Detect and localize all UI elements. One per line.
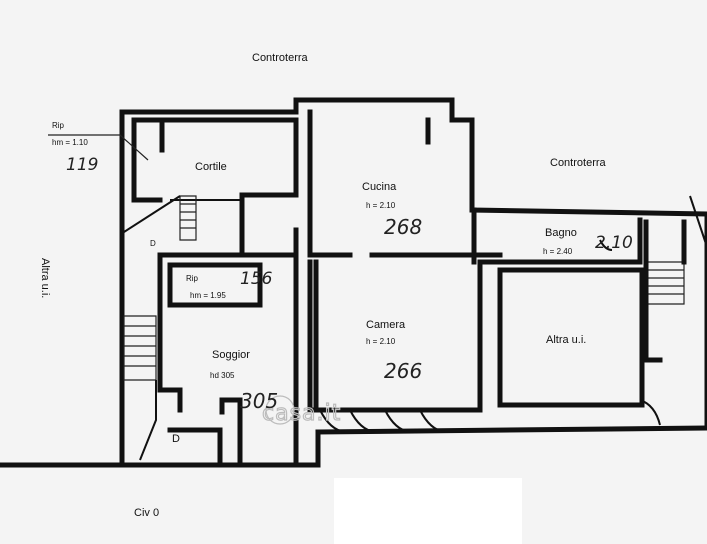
label-rip-mid-height: hm = 1.95: [190, 291, 226, 300]
altra-ui-right-walls: [497, 267, 661, 426]
stairs-upper-left: [123, 195, 197, 241]
label-camera-hand: 266: [384, 359, 422, 383]
stairs-right: [643, 195, 707, 363]
label-controterra-top: Controterra: [252, 52, 309, 64]
bagno-walls: [477, 217, 643, 265]
label-cucina: Cucina: [362, 181, 397, 193]
label-cucina-hand: 268: [384, 215, 422, 239]
label-door-1: D: [150, 239, 156, 248]
watermark: casa.it: [262, 401, 341, 426]
stairs-lower-left: [123, 315, 157, 461]
label-rip-mid-hand: 156: [240, 269, 273, 289]
label-rip-top-hand: 119: [66, 155, 98, 175]
label-controterra-right: Controterra: [550, 157, 607, 169]
label-cucina-height: h = 2.10: [366, 201, 396, 210]
label-soggiorno-height: hd 305: [210, 371, 235, 380]
camera-walls: [307, 259, 503, 433]
label-soggiorno: Soggior: [212, 349, 250, 361]
label-rip-top-height: hm = 1.10: [52, 138, 88, 147]
label-rip-top: Rip: [52, 121, 65, 130]
label-soggiorno-hand: 305: [240, 389, 278, 413]
label-altra-ui-right: Altra u.i.: [546, 334, 586, 346]
label-door-2: D: [172, 433, 180, 445]
ground-line-right: [315, 425, 707, 435]
blank-panel: [334, 478, 522, 544]
soggiorno-walls: [157, 227, 299, 463]
label-camera: Camera: [366, 319, 406, 331]
label-cortile: Cortile: [195, 161, 227, 173]
cucina-walls: [307, 109, 483, 265]
label-bagno-hand: 2.10: [595, 233, 633, 253]
label-altra-ui-left: Altra u.i.: [39, 258, 51, 298]
watermark-logo: [265, 395, 295, 425]
rip-leader-line: [48, 134, 149, 161]
label-bagno: Bagno: [545, 227, 577, 239]
label-camera-height: h = 2.10: [366, 337, 396, 346]
cortile-walls: [131, 117, 299, 253]
label-civ: Civ 0: [134, 507, 159, 519]
label-rip-mid: Rip: [186, 274, 199, 283]
label-bagno-height: h = 2.40: [543, 247, 573, 256]
